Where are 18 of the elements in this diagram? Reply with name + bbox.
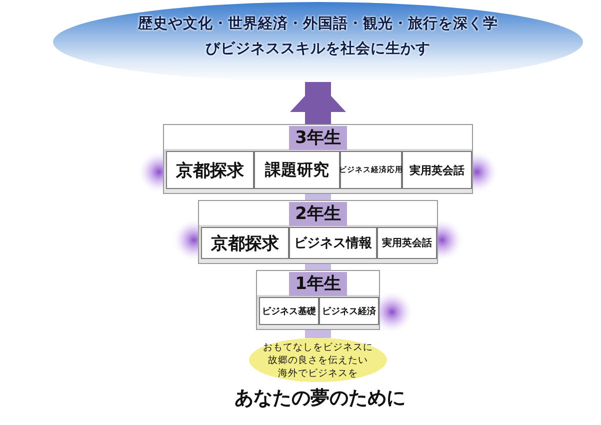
year-row [163, 124, 473, 194]
wish-ellipse: おもてなしをビジネスに 故郷の良さを伝えたい 海外でビジネスを [249, 338, 387, 382]
year-row [256, 270, 380, 330]
course-cell: ビジネス経済 [319, 297, 379, 325]
goal-ellipse: 歴史や文化・世界経済・外国語・観光・旅行を深く学びビジネススキルを社会に生かす [53, 2, 583, 82]
course-cell: 京都探求 [201, 227, 289, 259]
course-cell: 実用英会話 [402, 151, 472, 189]
year-heading: 2年生 [289, 202, 347, 226]
course-cell: 課題研究 [254, 151, 340, 189]
course-cell: ビジネス情報 [289, 227, 377, 259]
course-cell: 京都探求 [166, 151, 254, 189]
course-cell: ビジネス基礎 [259, 297, 319, 325]
slogan-text: あなたの夢のために [234, 386, 406, 411]
arrow [290, 82, 346, 124]
course-cell: 実用英会話 [377, 227, 437, 259]
year-heading: 1年生 [289, 272, 347, 296]
year-heading: 3年生 [289, 126, 347, 150]
year-row [198, 200, 438, 264]
